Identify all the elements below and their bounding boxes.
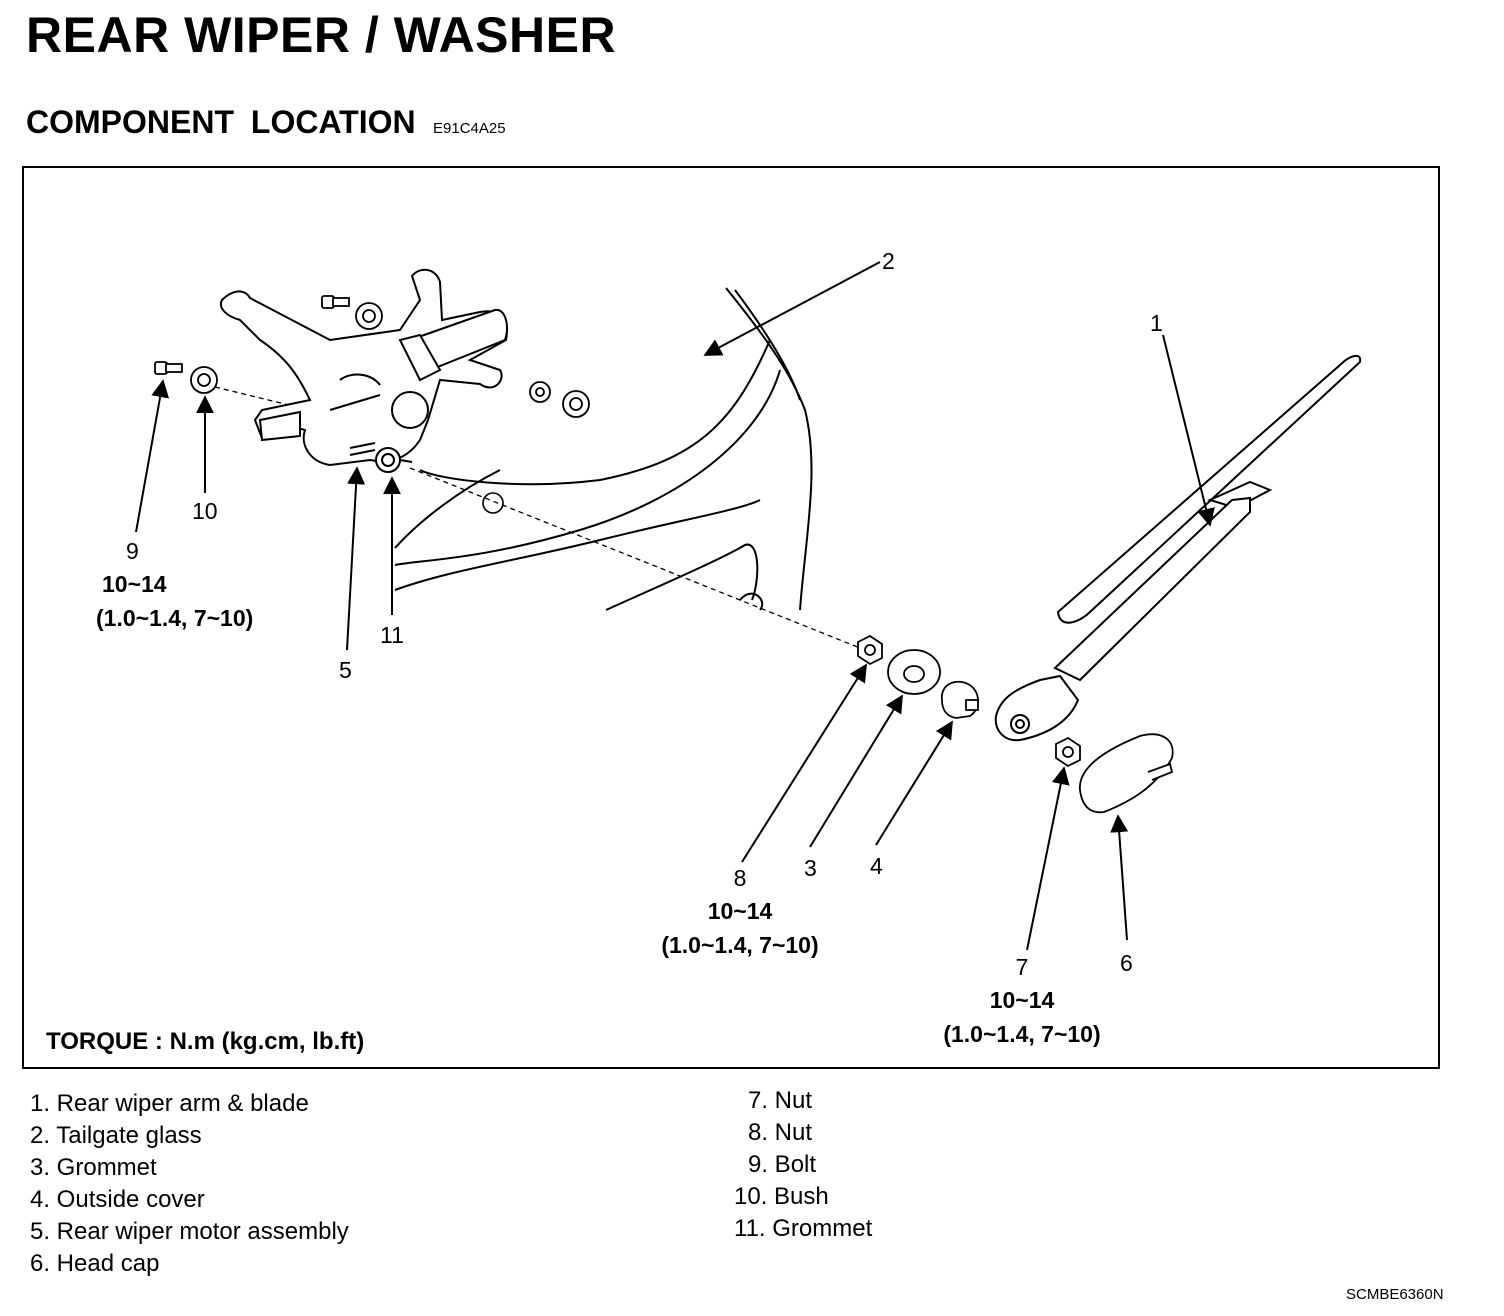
grommet-3-shape	[887, 649, 941, 695]
callout-9-torque: 10~14	[102, 571, 167, 598]
tailgate-outline	[394, 287, 813, 611]
shaft-hole	[482, 492, 504, 514]
callout-11-number: 11	[380, 622, 404, 648]
wiper-arm-blade-shape	[994, 354, 1362, 742]
leader-2	[703, 261, 881, 356]
legend-left: 1. Rear wiper arm & blade 2. Tailgate gl…	[30, 1088, 349, 1280]
leader-3	[809, 694, 903, 848]
legend-item: 7. Nut	[748, 1087, 813, 1114]
callout-7-number: 7	[1015, 954, 1029, 980]
callout-8-number: 8	[733, 865, 747, 891]
leader-arrows	[135, 261, 1215, 951]
bush-10-shape	[190, 366, 218, 394]
section-subtitle: COMPONENT LOCATION	[26, 104, 416, 140]
leader-6	[1110, 814, 1129, 941]
section-code: E91C4A25	[433, 120, 506, 137]
legend-item: 8. Nut	[748, 1119, 813, 1146]
callout-2-number: 2	[882, 248, 895, 274]
callout-8: 8 10~14 (1.0~1.4, 7~10)	[642, 862, 838, 962]
page-title: REAR WIPER / WASHER	[26, 7, 617, 63]
legend-item: 2. Tailgate glass	[30, 1122, 202, 1149]
leader-1	[1162, 334, 1215, 527]
leader-4	[875, 720, 953, 846]
figure-code: SCMBE6360N	[1346, 1286, 1444, 1303]
legend-item: 4. Outside cover	[30, 1186, 205, 1213]
callout-3-number: 3	[804, 855, 817, 881]
callout-7-torque: 10~14	[989, 987, 1055, 1014]
callout-4-number: 4	[870, 853, 883, 879]
callout-5-number: 5	[339, 657, 352, 683]
callout-7-unit: (1.0~1.4, 7~10)	[943, 1020, 1101, 1047]
leader-9	[135, 379, 170, 533]
motor-bolt-shape	[321, 295, 383, 330]
legend-item: 3. Grommet	[30, 1154, 157, 1181]
leader-5	[346, 466, 366, 651]
assembly-line-2	[214, 386, 331, 416]
wiper-motor-assembly	[220, 268, 508, 473]
callout-9: 9 10~14 (1.0~1.4, 7~10)	[96, 535, 292, 635]
nut-8-shape	[857, 634, 883, 666]
assembly-line	[409, 467, 861, 649]
nut-7-shape	[1055, 736, 1081, 768]
callout-7: 7 10~14 (1.0~1.4, 7~10)	[924, 951, 1120, 1051]
callout-10-number: 10	[192, 498, 218, 524]
leader-8	[741, 663, 867, 863]
legend-item: 11. Grommet	[734, 1215, 873, 1242]
head-cap-6-shape	[1079, 733, 1174, 814]
legend-right: 7. Nut 8. Nut 9. Bolt 10. Bush 11. Gromm…	[734, 1085, 872, 1245]
callout-8-unit: (1.0~1.4, 7~10)	[661, 931, 819, 958]
callout-9-number: 9	[126, 538, 139, 564]
motor-nut-shape	[529, 381, 590, 418]
diagram-frame	[22, 166, 1440, 1069]
legend-item: 5. Rear wiper motor assembly	[30, 1218, 349, 1245]
leader-7	[1026, 766, 1070, 951]
callout-1-number: 1	[1150, 310, 1163, 336]
legend-item: 9. Bolt	[748, 1151, 817, 1178]
callout-8-torque: 10~14	[707, 898, 773, 925]
torque-units-note: TORQUE : N.m (kg.cm, lb.ft)	[46, 1028, 365, 1055]
bolt-9-shape	[154, 361, 183, 375]
outside-cover-4-shape	[941, 680, 979, 719]
callout-9-unit: (1.0~1.4, 7~10)	[96, 604, 254, 631]
legend-item: 1. Rear wiper arm & blade	[30, 1090, 309, 1117]
legend-item: 6. Head cap	[30, 1250, 160, 1277]
callout-6-number: 6	[1120, 950, 1133, 976]
legend-item: 10. Bush	[734, 1183, 829, 1210]
